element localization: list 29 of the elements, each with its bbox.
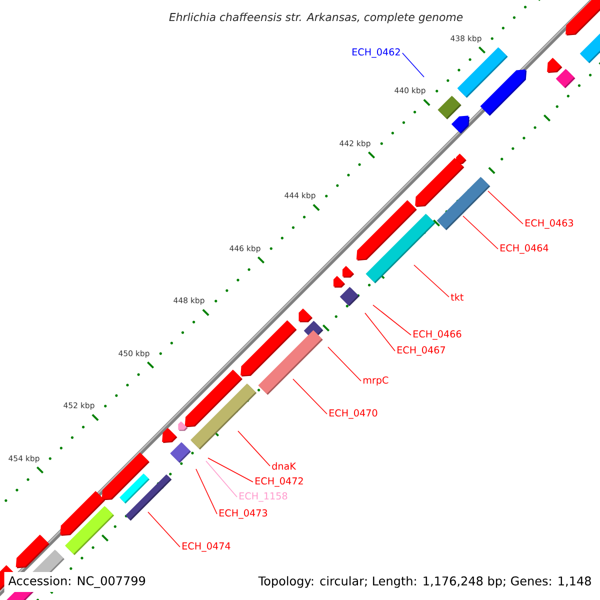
leader-line <box>328 346 362 382</box>
footer-text: Topology: circular; Length: 1,176,248 bp; Genes: 1,148 <box>254 572 596 592</box>
gene-label: tkt <box>450 293 464 301</box>
leader-line <box>292 378 328 414</box>
leader-line <box>372 304 412 336</box>
leader-line <box>364 312 396 352</box>
leader-line <box>206 460 238 498</box>
gene-label: ECH_0474 <box>182 542 230 552</box>
gene-label: ECH_0466 <box>414 330 462 340</box>
gene-label: ECH_0462 <box>352 48 400 58</box>
leader-line <box>414 264 450 298</box>
gene-label: dnaK <box>272 462 296 470</box>
leader-line <box>488 190 524 224</box>
leader-line <box>462 216 498 250</box>
gene-label: ECH_0464 <box>500 244 548 254</box>
leader-line <box>148 512 180 548</box>
gene-label: mrpC <box>363 376 388 386</box>
footer-text: Accession: NC_007799 <box>4 572 150 592</box>
leader-line <box>196 468 218 514</box>
gene-label: ECH_0463 <box>526 219 574 229</box>
gene-label: ECH_0472 <box>256 477 303 487</box>
gene-label: ECH_0473 <box>220 509 268 519</box>
gene-label: ECH_0467 <box>398 346 445 356</box>
title: Ehrlichia chaffeensis str. Arkansas, complete genome <box>169 12 463 24</box>
leader-line <box>238 430 270 466</box>
gene-label: ECH_1158 <box>240 492 288 502</box>
leader-line <box>402 52 424 78</box>
leader-line <box>208 458 254 482</box>
gene-label: ECH_0470 <box>330 409 378 419</box>
